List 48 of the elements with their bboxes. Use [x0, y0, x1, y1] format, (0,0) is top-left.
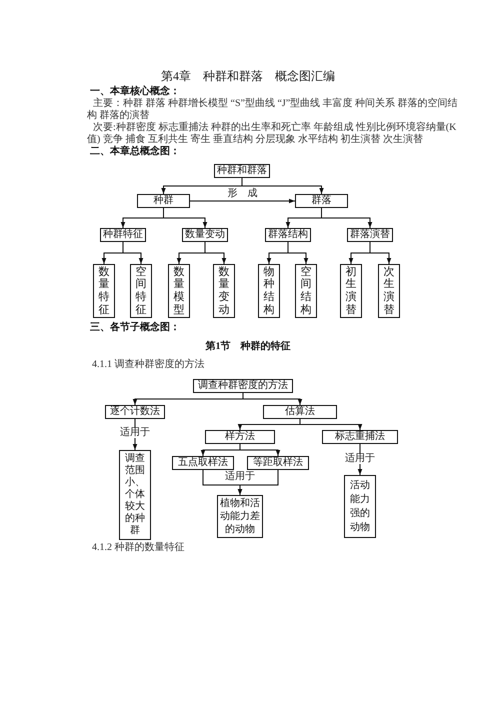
edge-label: 形 成: [226, 189, 258, 199]
subsection-heading: 4.1.2 种群的数量特征: [92, 542, 184, 554]
concept-list: 主要：种群 群落 种群增长模型 “S”型曲线 “J”型曲线 丰富度 种间关系 群落的空间结构 群落的演替: [87, 98, 465, 122]
concept-box: 等距取样法: [247, 456, 309, 470]
concept-box: 标志重捕法: [322, 430, 398, 444]
concept-box: 数量特征: [93, 264, 115, 318]
concept-box: 空间结构: [295, 264, 317, 318]
concept-box: 群落演替: [347, 228, 393, 242]
edge-label: 适用于: [344, 454, 376, 464]
arrow: [370, 242, 392, 264]
edge-label: 适用于: [119, 428, 151, 438]
concept-box: 种群特征: [100, 228, 146, 242]
concept-box: 物种结构: [258, 264, 280, 318]
concept-box: 调查范围小、个体较大的种群: [119, 450, 151, 540]
section-heading: 一、本章核心概念：: [90, 86, 180, 98]
concept-box: 逐个计数法: [105, 405, 165, 419]
edge-label: 适用于: [224, 472, 256, 482]
section-heading: 二、本章总概念图：: [90, 146, 180, 158]
subsection-title: 第1节 种群的特征: [206, 341, 290, 353]
page-title: 第4章 种群和群落 概念图汇编: [161, 69, 335, 83]
concept-box: 群落结构: [265, 228, 311, 242]
concept-box: 数量变动: [213, 264, 235, 318]
arrow: [163, 208, 208, 228]
arrow: [122, 242, 144, 264]
concept-box: 次生演替: [378, 264, 400, 318]
concept-box: 五点取样法: [172, 456, 234, 470]
arrow: [204, 242, 226, 264]
arrow: [242, 392, 302, 406]
arrow: [242, 178, 324, 194]
arrow: [238, 470, 278, 496]
arrow: [190, 198, 296, 204]
arrow: [288, 242, 308, 264]
concept-box: 种群: [137, 194, 190, 208]
concept-box: 数量变动: [182, 228, 228, 242]
subsection-heading: 4.1.1 调查种群密度的方法: [92, 359, 204, 371]
concept-box: 样方法: [205, 430, 275, 444]
concept-box: 调查种群密度的方法: [193, 379, 293, 393]
concept-box: 空间特征: [130, 264, 152, 318]
section-heading: 三、各节子概念图：: [90, 322, 180, 334]
concept-box: 数量模型: [168, 264, 190, 318]
concept-box: 初生演替: [340, 264, 362, 318]
concept-box: 估算法: [263, 405, 337, 419]
concept-box: 植物和活动能力差的动物: [217, 495, 263, 538]
arrow: [240, 444, 280, 456]
concept-list: 次要:种群密度 标志重捕法 种群的出生率和死亡率 年龄组成 性别比例环境容纳量(K值) 竞争 捕食 互利共生 寄生 垂直结构 分层现象 水平结构 初生演替 次生演替: [87, 122, 465, 146]
concept-box: 群落: [295, 194, 348, 208]
concept-box: 种群和群落: [214, 164, 270, 178]
concept-box: 活动能力强的动物: [344, 475, 376, 538]
